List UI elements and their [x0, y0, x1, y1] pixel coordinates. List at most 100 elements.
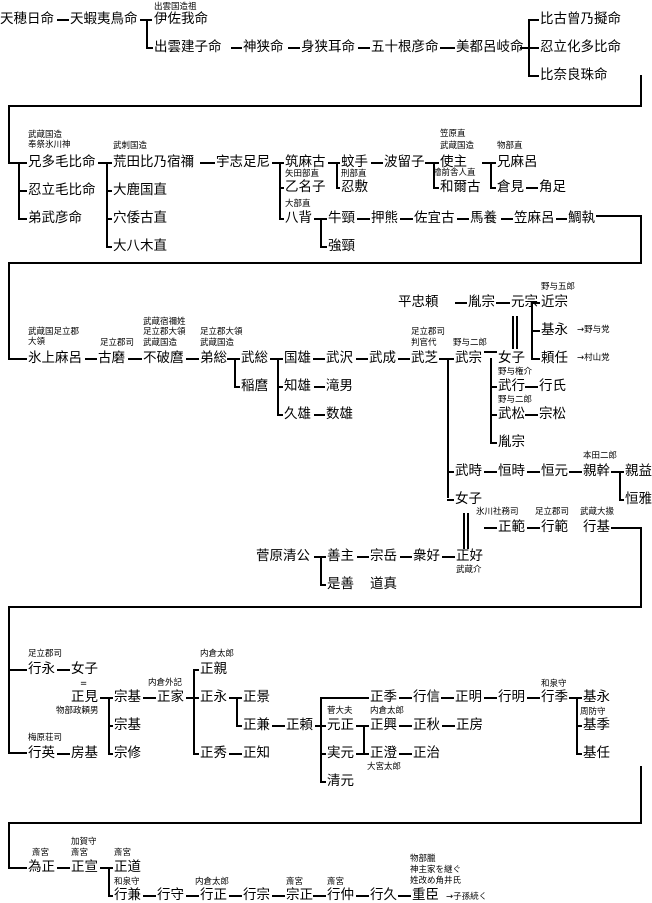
connector-horizontal [399, 753, 412, 755]
connector-horizontal [441, 697, 454, 699]
connector-horizontal [193, 753, 199, 755]
connector-horizontal [8, 162, 27, 164]
person-sugawara: 菅原清公 [256, 548, 310, 564]
person-misa: 身狭耳命 [301, 39, 355, 55]
person-mototo: 基任 [583, 745, 610, 761]
connector-vertical [516, 316, 518, 349]
connector-horizontal [576, 753, 582, 755]
person-isotone: 五十根彦命 [371, 39, 439, 55]
person-michizane: 道真 [370, 576, 397, 592]
person-kurami: 倉見 [497, 179, 524, 195]
person-arata: 荒田比乃宿禰 [113, 154, 194, 170]
person-muneosa: 宗修 [114, 745, 141, 761]
note-izumo_kuni_zoso: 出雲国造祖 [154, 2, 197, 12]
connector-horizontal [320, 781, 326, 783]
connector-horizontal [272, 725, 285, 727]
connector-vertical [640, 527, 642, 606]
connector-horizontal [400, 556, 412, 558]
person-izumotakeko: 出雲建子命 [154, 39, 222, 55]
connector-horizontal [528, 19, 539, 21]
person-chikamoto: 親幹 [583, 463, 610, 479]
connector-vertical [234, 358, 236, 386]
connector-horizontal [143, 697, 156, 699]
connector-horizontal [640, 766, 641, 768]
note-kannushi: 神主家を継ぐ [410, 865, 462, 875]
person-joshi1: 女子 [498, 350, 525, 366]
connector-horizontal [490, 442, 497, 444]
connector-horizontal [447, 471, 454, 473]
connector-vertical [512, 316, 514, 349]
person-tsunotari: 角足 [539, 179, 566, 195]
connector-horizontal [400, 218, 413, 220]
person-hikamimaro: 氷上麻呂 [28, 350, 82, 366]
note-keibu: 刑部直 [341, 169, 367, 179]
connector-horizontal [569, 471, 582, 473]
person-yoritou: 頼任 [541, 350, 568, 366]
note-adachi_tairyo3: 足立郡大領 [200, 327, 243, 337]
connector-horizontal [227, 358, 240, 360]
connector-vertical [106, 162, 108, 246]
person-munetake: 宗岳 [370, 548, 397, 564]
connector-horizontal [57, 753, 70, 755]
connector-horizontal [611, 527, 640, 529]
person-shikai: 使主 [440, 154, 467, 170]
connector-horizontal [433, 187, 439, 189]
person-masaaki2: 正秋 [413, 717, 440, 733]
connector-horizontal [229, 753, 242, 755]
note-monobe_yoshio: 物部政頼男 [56, 706, 99, 716]
note-hinokuma: 檜前舎人直 [433, 168, 476, 178]
connector-horizontal [106, 246, 112, 248]
note-saigu4: 斎宮 [286, 877, 304, 887]
person-sagiko: 佐宜古 [414, 210, 455, 226]
connector-horizontal [234, 386, 240, 388]
person-tsunemoto: 恒元 [541, 463, 568, 479]
note-uchikura_geki: 内倉外記 [148, 678, 183, 688]
connector-horizontal [357, 556, 369, 558]
person-tsunetoki: 恒時 [498, 463, 525, 479]
connector-horizontal [106, 190, 112, 192]
person-yukimasa: 行正 [200, 887, 227, 903]
connector-horizontal [100, 697, 113, 699]
connector-horizontal [200, 162, 215, 164]
note-musa_kokuzo2: 武刺国造 [113, 141, 148, 151]
connector-horizontal [193, 669, 199, 671]
person-masaoki: 正興 [370, 717, 397, 733]
note-obe: 大部直 [285, 199, 311, 209]
connector-horizontal [336, 187, 340, 189]
note-uchikura_taro: 内倉太郎 [200, 649, 235, 659]
note-shison: →子孫続く [446, 892, 488, 902]
connector-vertical [463, 513, 465, 549]
connector-horizontal [619, 499, 624, 501]
person-kasamaro: 笠麻呂 [514, 210, 555, 226]
note-honda_jiro: 本田二郎 [583, 451, 618, 461]
connector-horizontal [527, 697, 540, 699]
person-sanemoto: 実元 [327, 745, 354, 761]
connector-vertical [8, 262, 10, 358]
note-noyo_to: →野与党 [577, 325, 610, 335]
person-yoshinushi: 善主 [327, 548, 354, 564]
connector-horizontal [108, 725, 113, 727]
person-koreyoshi: 是善 [327, 576, 354, 592]
person-yukinaga: 行永 [28, 661, 55, 677]
connector-horizontal [143, 895, 156, 897]
connector-horizontal [98, 162, 112, 164]
person-yukinaka: 行仲 [327, 887, 354, 903]
note-musashi_kokuzo4: 武蔵国造 [143, 338, 178, 348]
note-saigu3: 斎宮 [114, 848, 132, 858]
note-adachi_shi2: 足立郡司 [411, 327, 446, 337]
connector-horizontal [279, 187, 284, 189]
note-hankan: 判官代 [411, 338, 437, 348]
person-motosue: 基季 [583, 717, 610, 733]
note-uchikura_taro3: 内倉太郎 [195, 877, 230, 887]
connector-vertical [336, 162, 338, 187]
connector-vertical [490, 358, 492, 442]
person-takio: 滝男 [326, 378, 353, 394]
connector-vertical [619, 471, 621, 499]
note-noyo_goro: 野与五郎 [541, 282, 576, 292]
connector-vertical [640, 215, 642, 263]
person-mitsuro: 美都呂岐命 [456, 39, 524, 55]
person-tanemune2: 胤宗 [498, 434, 525, 450]
person-isakawake: 伊佐我命 [154, 11, 208, 27]
connector-horizontal [314, 386, 325, 388]
connector-horizontal [520, 47, 528, 49]
